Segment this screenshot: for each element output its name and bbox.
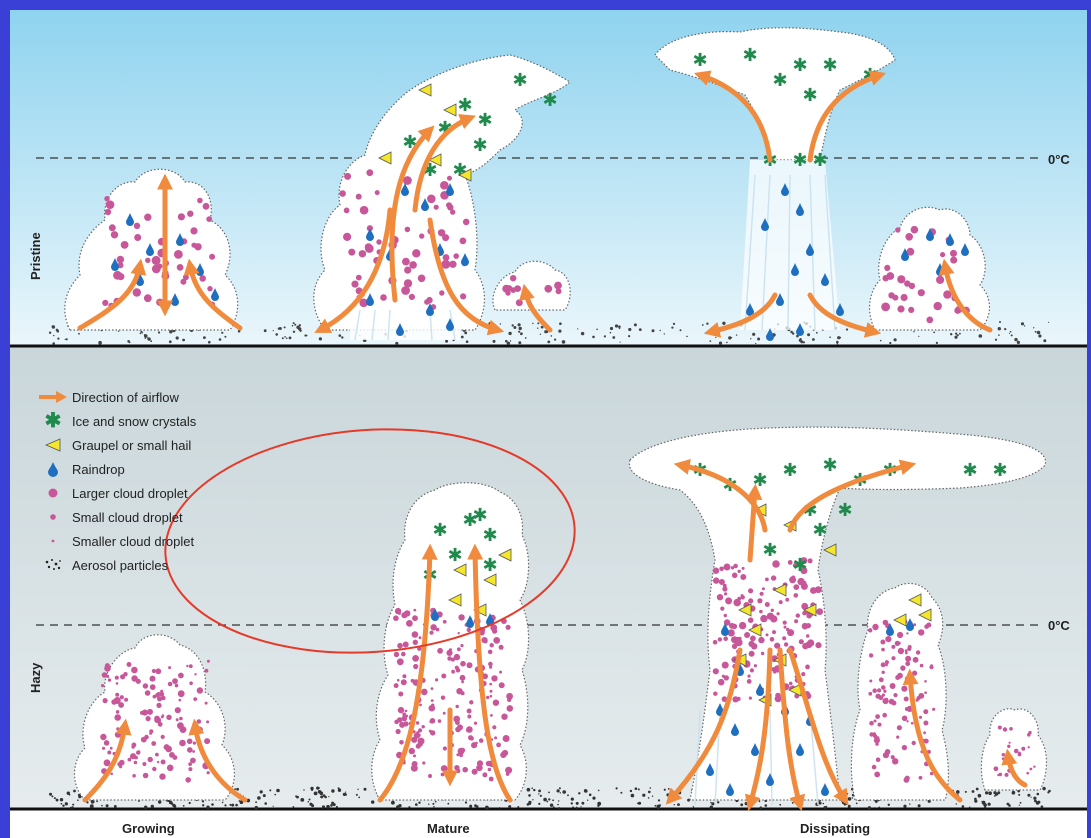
freezing-level-label-top: 0°C xyxy=(1048,152,1070,167)
svg-text:✱: ✱ xyxy=(542,90,557,111)
svg-text:✱: ✱ xyxy=(472,505,487,526)
svg-text:✱: ✱ xyxy=(962,460,977,481)
svg-text:✱: ✱ xyxy=(457,95,472,116)
svg-text:✱: ✱ xyxy=(692,50,707,71)
green-asterisk-icon: ✱ xyxy=(38,411,68,431)
stage-label-dissipating: Dissipating xyxy=(800,821,870,836)
legend-item-smaller-droplet: Smaller cloud droplet xyxy=(38,529,196,553)
svg-text:✱: ✱ xyxy=(447,545,462,566)
diagram-frame: ✱✱✱✱✱✱✱✱✱✱✱✱✱✱✱✱✱✱✱✱✱✱✱✱✱✱✱✱✱✱✱✱✱✱✱✱✱✱✱✱ xyxy=(10,10,1087,838)
legend: Direction of airflow ✱ Ice and snow crys… xyxy=(38,385,196,577)
legend-item-airflow: Direction of airflow xyxy=(38,385,196,409)
svg-text:✱: ✱ xyxy=(837,500,852,521)
hazy-label: Hazy xyxy=(28,663,43,693)
svg-text:✱: ✱ xyxy=(762,540,777,561)
svg-text:✱: ✱ xyxy=(822,55,837,76)
legend-item-raindrop: Raindrop xyxy=(38,457,196,481)
stage-label-mature: Mature xyxy=(427,821,470,836)
legend-item-graupel: Graupel or small hail xyxy=(38,433,196,457)
svg-text:✱: ✱ xyxy=(782,460,797,481)
svg-text:✱: ✱ xyxy=(482,525,497,546)
svg-text:✱: ✱ xyxy=(512,70,527,91)
large-pink-dot-icon xyxy=(38,487,68,499)
stage-label-growing: Growing xyxy=(122,821,175,836)
legend-item-ice: ✱ Ice and snow crystals xyxy=(38,409,196,433)
black-speckles-icon xyxy=(38,558,68,572)
svg-text:✱: ✱ xyxy=(772,70,787,91)
freezing-level-label-bottom: 0°C xyxy=(1048,618,1070,633)
svg-text:✱: ✱ xyxy=(822,455,837,476)
tiny-pink-dot-icon xyxy=(38,537,68,545)
svg-text:✱: ✱ xyxy=(812,150,827,171)
orange-arrow-icon xyxy=(38,391,68,403)
svg-text:✱: ✱ xyxy=(472,135,487,156)
legend-item-aerosol: Aerosol particles xyxy=(38,553,196,577)
blue-drop-icon xyxy=(38,461,68,477)
svg-text:✱: ✱ xyxy=(477,110,492,131)
yellow-triangle-icon xyxy=(38,438,68,452)
legend-item-large-droplet: Larger cloud droplet xyxy=(38,481,196,505)
svg-text:✱: ✱ xyxy=(742,45,757,66)
svg-text:✱: ✱ xyxy=(802,85,817,106)
small-pink-dot-icon xyxy=(38,512,68,522)
svg-text:✱: ✱ xyxy=(792,150,807,171)
pristine-label: Pristine xyxy=(28,232,43,280)
svg-text:✱: ✱ xyxy=(812,520,827,541)
legend-item-small-droplet: Small cloud droplet xyxy=(38,505,196,529)
svg-text:✱: ✱ xyxy=(792,555,807,576)
svg-text:✱: ✱ xyxy=(432,520,447,541)
svg-text:✱: ✱ xyxy=(992,460,1007,481)
svg-text:✱: ✱ xyxy=(792,55,807,76)
svg-text:✱: ✱ xyxy=(482,555,497,576)
